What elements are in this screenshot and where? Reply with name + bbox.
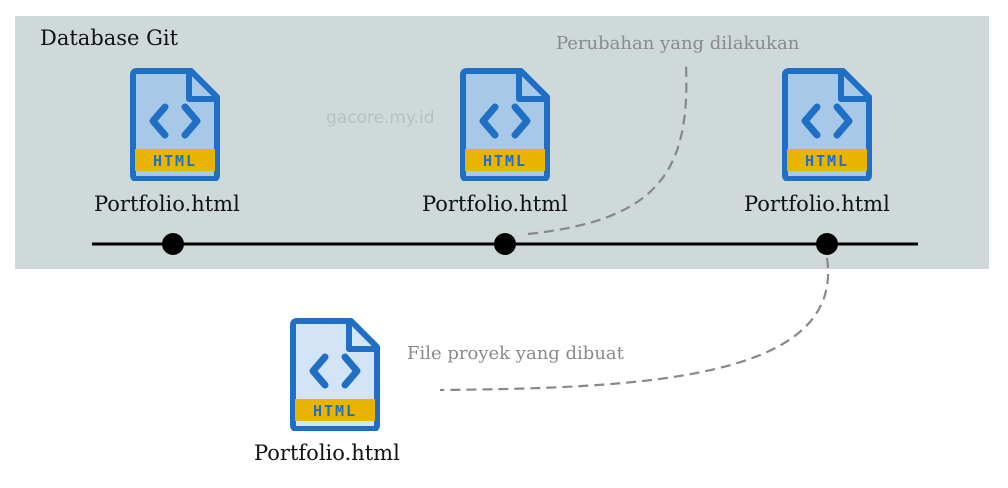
commit-2-file-label: Portfolio.html — [422, 192, 568, 216]
commit-3-file-label: Portfolio.html — [744, 192, 890, 216]
html-icon-text: HTML — [153, 152, 197, 170]
commit-node-2 — [494, 233, 516, 255]
commit-node-1 — [162, 233, 184, 255]
changes-connector — [527, 65, 688, 236]
html-file-icon: HTML — [290, 318, 380, 431]
watermark: gacore.my.id — [326, 108, 435, 128]
commit-node-3 — [816, 233, 838, 255]
html-icon-text: HTML — [483, 152, 527, 170]
html-file-icon: HTML — [782, 68, 872, 181]
html-icon-text: HTML — [313, 402, 357, 420]
html-file-icon: HTML — [460, 68, 550, 181]
html-icon-text: HTML — [805, 152, 849, 170]
created-annotation: File proyek yang dibuat — [407, 343, 624, 364]
commit-1-file-label: Portfolio.html — [94, 192, 240, 216]
html-file-icon: HTML — [130, 68, 220, 181]
created-connector — [439, 257, 830, 392]
working-file-label: Portfolio.html — [254, 441, 400, 465]
changes-annotation: Perubahan yang dilakukan — [556, 33, 800, 54]
git-database-title: Database Git — [40, 26, 179, 50]
